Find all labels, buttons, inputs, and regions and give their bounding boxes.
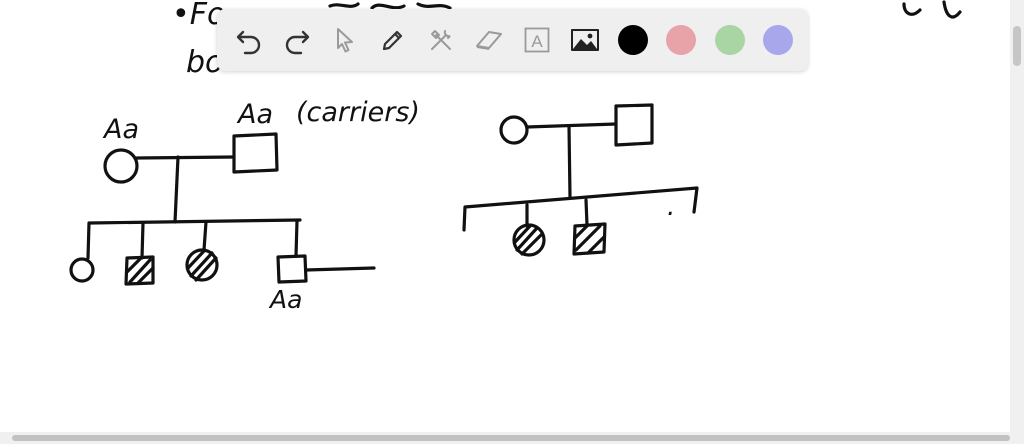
pen-tool-button[interactable] [375, 22, 410, 58]
eraser-icon [476, 31, 503, 50]
child4-marriage-line [304, 266, 376, 272]
child3-drop [202, 220, 208, 252]
pedigree-drawing [69, 0, 962, 286]
child2-drop [140, 221, 145, 260]
right-father-square [614, 103, 654, 147]
redo-icon [285, 30, 310, 55]
child4-square [276, 254, 308, 284]
pen-icon [382, 30, 403, 51]
horizontal-scrollbar-thumb[interactable] [12, 435, 1010, 441]
tools-button[interactable] [423, 22, 458, 58]
right-mother-circle [499, 115, 529, 145]
descent-line [173, 155, 180, 224]
child3-circle [185, 248, 219, 282]
label-mother-genotype: Aa [104, 114, 140, 145]
horizontal-scrollbar[interactable] [0, 432, 1024, 444]
child2-square [124, 255, 155, 286]
color-swatch-purple [762, 25, 793, 55]
marriage-line [135, 155, 236, 160]
child1-drop [86, 221, 91, 260]
label-carriers: (carriers) [296, 97, 420, 128]
stray-dot: . [667, 192, 676, 222]
text-tool-label: A [532, 32, 544, 51]
image-tool-button[interactable] [568, 22, 603, 58]
select-tool-button[interactable] [327, 22, 362, 58]
father-square [232, 132, 279, 174]
color-swatch-black [618, 25, 649, 55]
scribble-right [902, 0, 962, 19]
child3-hatch [186, 249, 218, 282]
right-sibship-line [462, 186, 699, 232]
scribble-top [328, 2, 452, 10]
sibship-line [88, 218, 302, 225]
right-descent-line [567, 124, 572, 199]
right-child2-square [572, 222, 607, 256]
right-child2-drop [584, 198, 589, 227]
text-tool-button[interactable]: A [519, 22, 554, 58]
mother-circle [103, 148, 139, 184]
pointer-icon [336, 28, 353, 53]
color-swatch-green [714, 25, 745, 55]
label-father-genotype: Aa [238, 99, 274, 130]
child1-circle [69, 257, 95, 283]
right-child1-hatch [513, 224, 544, 256]
vertical-scrollbar[interactable] [1010, 0, 1024, 432]
text-box-icon: A [524, 27, 550, 53]
image-icon [571, 29, 600, 51]
vertical-scrollbar-thumb[interactable] [1013, 26, 1021, 66]
color-purple-button[interactable] [760, 22, 795, 58]
color-pink-button[interactable] [664, 22, 699, 58]
label-child-genotype: Aa [270, 285, 303, 314]
color-green-button[interactable] [712, 22, 747, 58]
drawing-toolbar: A [217, 9, 808, 71]
right-child2-hatch [573, 223, 606, 255]
right-marriage-line [525, 122, 618, 129]
eraser-button[interactable] [471, 22, 506, 58]
child4-drop [294, 219, 299, 258]
child2-hatch [125, 257, 155, 285]
undo-button[interactable] [231, 22, 266, 58]
color-swatch-pink [666, 25, 697, 55]
note-bullet: •Fo [172, 0, 226, 32]
undo-icon [236, 30, 260, 55]
redo-button[interactable] [279, 22, 314, 58]
tools-icon [431, 30, 452, 50]
color-black-button[interactable] [616, 22, 651, 58]
